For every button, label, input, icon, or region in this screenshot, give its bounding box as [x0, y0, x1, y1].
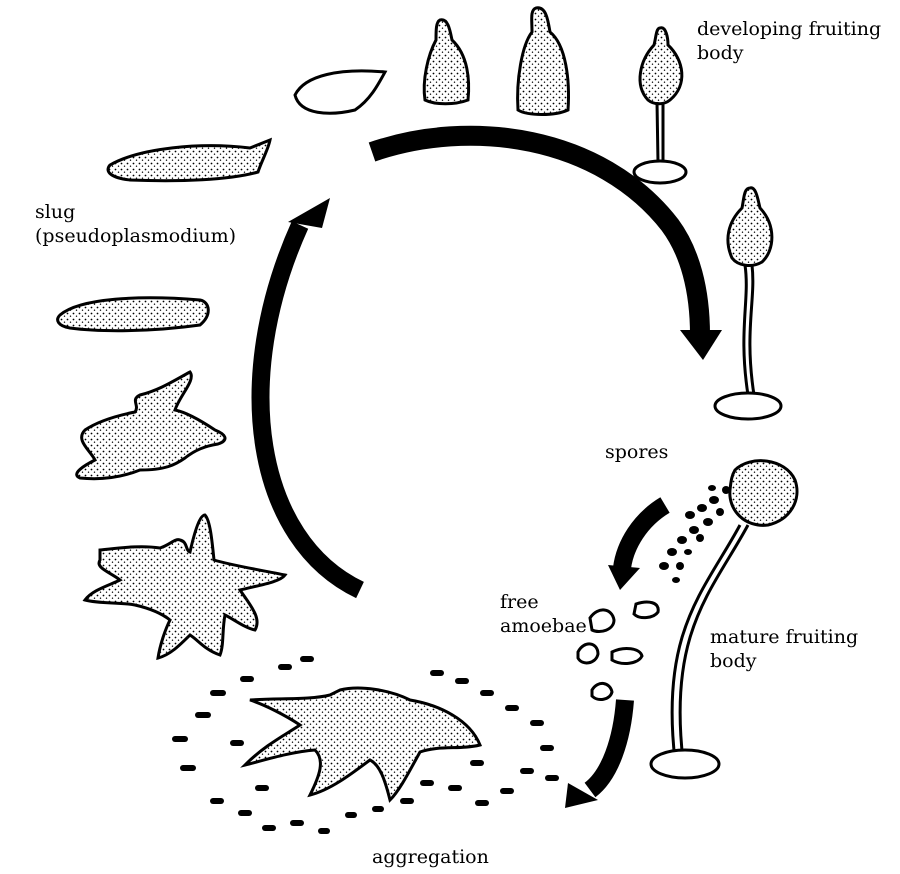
label-mature-fruiting-body: mature fruiting body: [710, 625, 858, 673]
label-free-line2: amoebae: [500, 614, 587, 638]
label-free-line1: free: [500, 590, 587, 614]
label-mature-line1: mature fruiting: [710, 625, 858, 649]
aggregation-streams-left: [85, 515, 285, 658]
label-developing-line1: developing fruiting: [697, 17, 881, 41]
slug-migrating-top: [295, 71, 385, 113]
label-aggregation: aggregation: [372, 845, 489, 869]
cycle-arrow-left: [261, 198, 360, 590]
fruiting-body-elongating: [715, 188, 781, 419]
culminant-stage-2: [518, 8, 569, 115]
label-slug: slug (pseudoplasmodium): [35, 200, 236, 248]
label-slug-line1: slug: [35, 200, 236, 224]
mound-with-tip: [77, 372, 225, 479]
label-developing-line2: body: [697, 41, 881, 65]
arrow-amoebae-to-aggregation: [565, 700, 625, 808]
label-mature-line2: body: [710, 649, 858, 673]
slug-forming: [58, 298, 209, 331]
culminant-stage-1: [424, 20, 468, 104]
arrow-spores-to-amoebae: [608, 505, 665, 590]
aggregation-center: [245, 688, 480, 800]
developing-fruiting-body: [634, 28, 686, 183]
label-developing-fruiting-body: developing fruiting body: [697, 17, 881, 65]
spores: [659, 485, 730, 583]
label-slug-line2: (pseudoplasmodium): [35, 224, 236, 248]
label-spores: spores: [605, 440, 668, 464]
slug-pseudoplasmodium: [108, 140, 270, 181]
label-free-amoebae: free amoebae: [500, 590, 587, 638]
mature-fruiting-body: [651, 461, 797, 778]
free-amoebae: [578, 602, 658, 699]
